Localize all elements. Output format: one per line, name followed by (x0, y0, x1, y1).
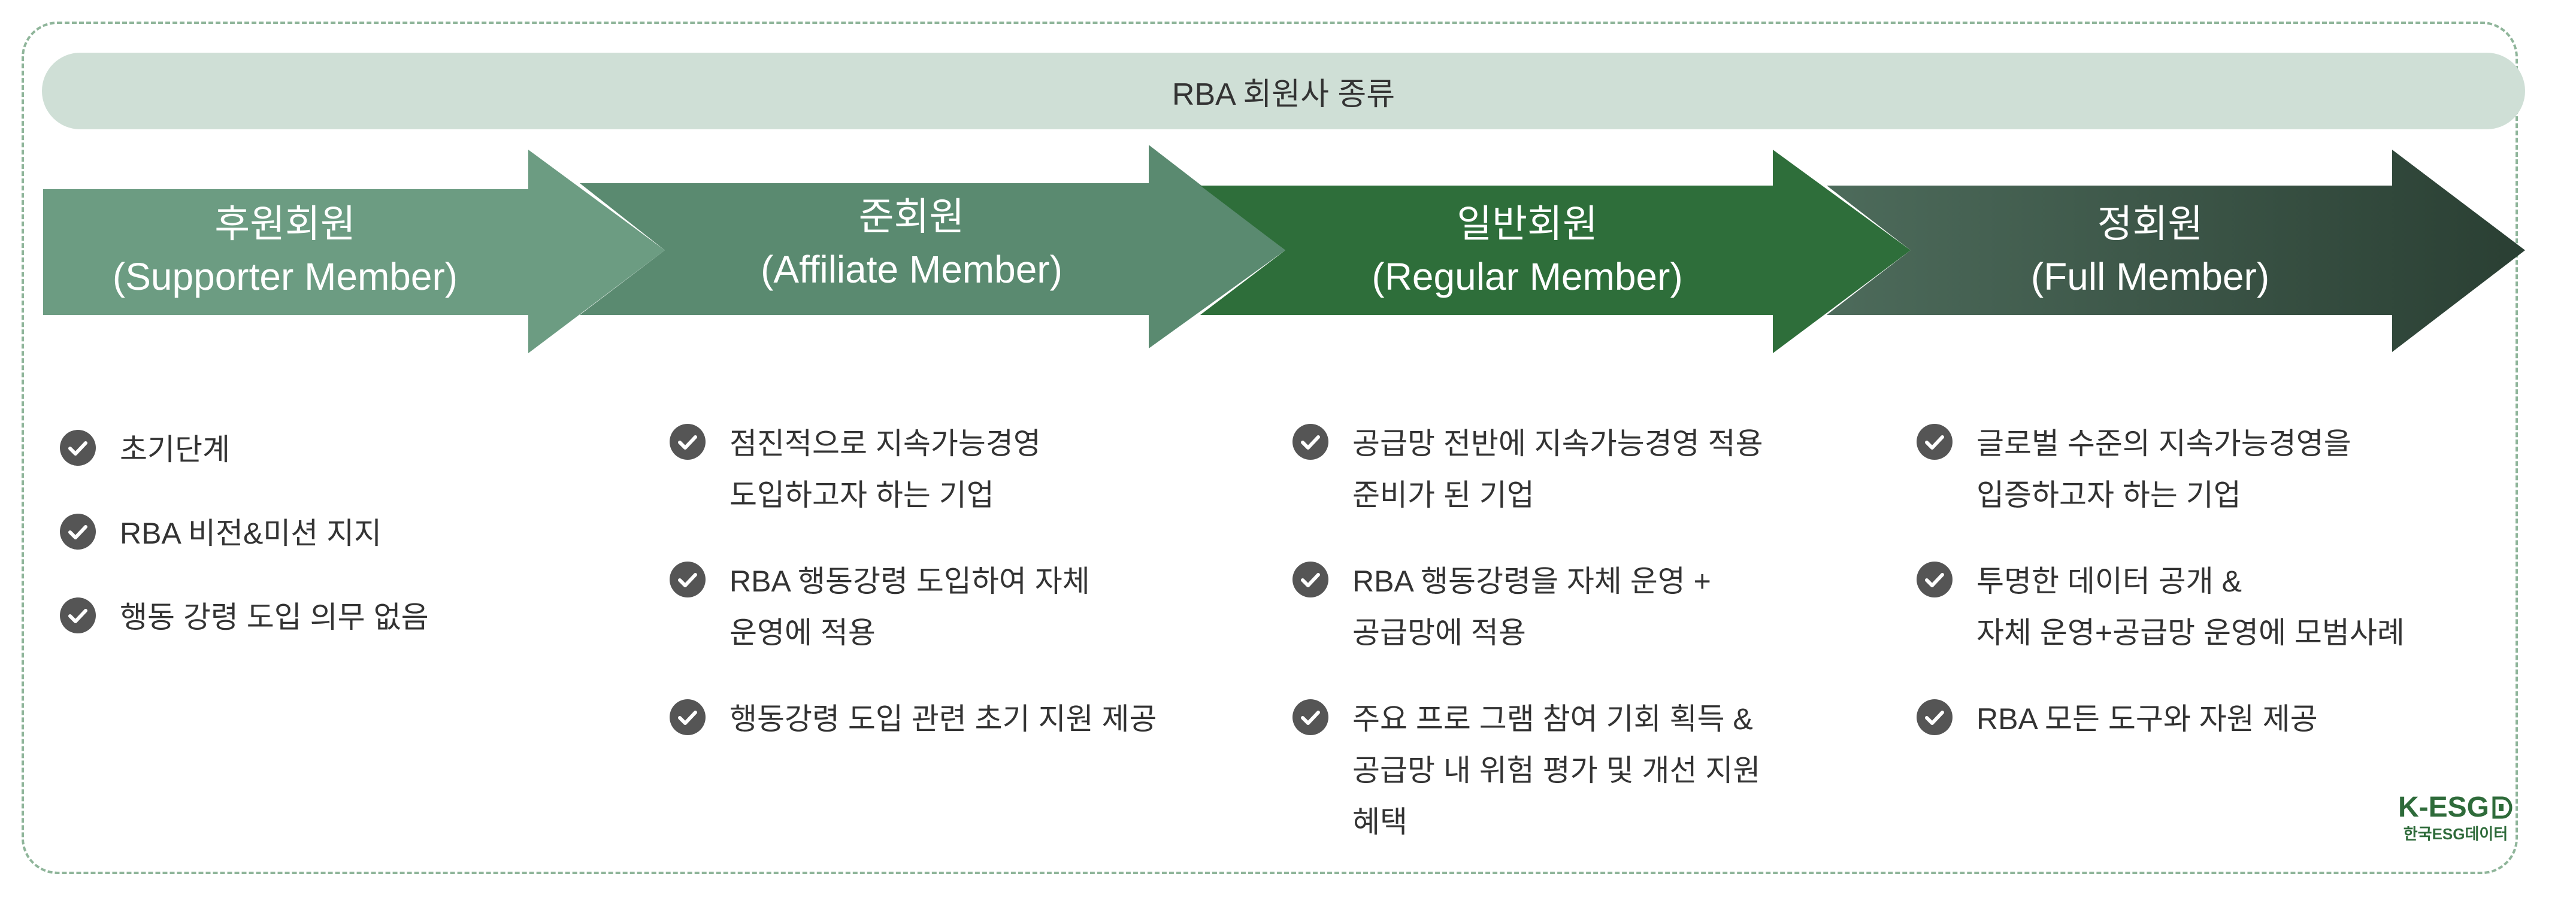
tier-label-regular: 일반회원 (Regular Member) (1282, 198, 1773, 303)
list-item: RBA 비전&미션 지지 (60, 508, 599, 559)
column-supporter: 초기단계 RBA 비전&미션 지지 행동 강령 도입 의무 없음 (60, 424, 599, 678)
tier-name-kr: 후원회원 (214, 202, 356, 245)
logo-mark: K-ESG (2390, 791, 2521, 824)
list-item: RBA 모든 도구와 자원 제공 (1917, 693, 2456, 745)
item-text: 글로벌 수준의 지속가능경영을 입증하고자 하는 기업 (1976, 427, 2351, 512)
logo-sub-text: 한국ESG데이터 (2403, 825, 2508, 843)
check-circle-icon (60, 514, 96, 550)
check-circle-icon (1917, 562, 1953, 597)
arrow-full (1827, 150, 2525, 352)
list-item: 글로벌 수준의 지속가능경영을 입증하고자 하는 기업 (1917, 418, 2456, 521)
list-item: 주요 프로 그램 참여 기회 획득 & 공급망 내 위험 평가 및 개선 지원 … (1292, 693, 1832, 848)
k-esg-logo: K-ESG 한국ESG데이터 (2390, 791, 2521, 851)
item-text: RBA 행동강령을 자체 운영 + 공급망에 적용 (1352, 565, 1711, 650)
title-bar: RBA 회원사 종류 (42, 53, 2525, 129)
tier-label-full: 정회원 (Full Member) (1905, 198, 2396, 303)
check-circle-icon (1292, 699, 1328, 735)
arrow-regular (1200, 150, 1911, 353)
tier-name-en: (Regular Member) (1372, 255, 1683, 298)
item-text: RBA 모든 도구와 자원 제공 (1976, 702, 2318, 736)
tier-name-kr: 일반회원 (1457, 202, 1598, 245)
column-full: 글로벌 수준의 지속가능경영을 입증하고자 하는 기업 투명한 데이터 공개 &… (1917, 418, 2456, 779)
list-item: 초기단계 (60, 424, 599, 475)
item-text: RBA 행동강령 도입하여 자체 운영에 적용 (729, 565, 1090, 650)
check-circle-icon (670, 699, 706, 735)
tier-name-en: (Full Member) (2030, 255, 2270, 298)
tier-name-kr: 정회원 (2097, 202, 2203, 245)
item-text: 점진적으로 지속가능경영 도입하고자 하는 기업 (729, 427, 1041, 512)
list-item: 행동 강령 도입 의무 없음 (60, 591, 599, 643)
check-circle-icon (1292, 562, 1328, 597)
item-text: 주요 프로 그램 참여 기회 획득 & 공급망 내 위험 평가 및 개선 지원 … (1352, 702, 1761, 839)
check-circle-icon (1917, 699, 1953, 735)
tier-name-en: (Affiliate Member) (761, 248, 1063, 291)
dashed-frame (22, 22, 2518, 874)
list-item: 공급망 전반에 지속가능경영 적용 준비가 된 기업 (1292, 418, 1832, 521)
list-item: 투명한 데이터 공개 & 자체 운영+공급망 운영에 모범사례 (1917, 556, 2456, 659)
check-circle-icon (670, 424, 706, 460)
list-item: RBA 행동강령을 자체 운영 + 공급망에 적용 (1292, 556, 1832, 659)
logo-d-icon (2492, 796, 2513, 819)
tier-name-kr: 준회원 (858, 195, 965, 238)
tier-label-supporter: 후원회원 (Supporter Member) (40, 198, 531, 303)
arrow-supporter (43, 150, 665, 353)
tier-name-en: (Supporter Member) (112, 255, 458, 298)
item-text: RBA 비전&미션 지지 (120, 517, 382, 550)
check-circle-icon (60, 430, 96, 466)
membership-arrows (43, 145, 2525, 353)
item-text: 공급망 전반에 지속가능경영 적용 준비가 된 기업 (1352, 427, 1763, 512)
check-circle-icon (670, 562, 706, 597)
check-circle-icon (1917, 424, 1953, 460)
list-item: 점진적으로 지속가능경영 도입하고자 하는 기업 (670, 418, 1209, 521)
list-item: 행동강령 도입 관련 초기 지원 제공 (670, 693, 1209, 745)
column-regular: 공급망 전반에 지속가능경영 적용 준비가 된 기업 RBA 행동강령을 자체 … (1292, 418, 1832, 882)
check-circle-icon (1292, 424, 1328, 460)
item-text: 투명한 데이터 공개 & 자체 운영+공급망 운영에 모범사례 (1976, 565, 2405, 650)
diagram-title: RBA 회원사 종류 (1172, 77, 1396, 112)
item-text: 초기단계 (120, 433, 230, 466)
list-item: RBA 행동강령 도입하여 자체 운영에 적용 (670, 556, 1209, 659)
item-text: 행동 강령 도입 의무 없음 (120, 600, 429, 634)
logo-main-text: K-ESG (2398, 791, 2489, 823)
arrow-affiliate (580, 145, 1285, 348)
check-circle-icon (60, 597, 96, 633)
column-affiliate: 점진적으로 지속가능경영 도입하고자 하는 기업 RBA 행동강령 도입하여 자… (670, 418, 1209, 779)
tier-label-affiliate: 준회원 (Affiliate Member) (666, 190, 1157, 296)
item-text: 행동강령 도입 관련 초기 지원 제공 (729, 702, 1157, 736)
